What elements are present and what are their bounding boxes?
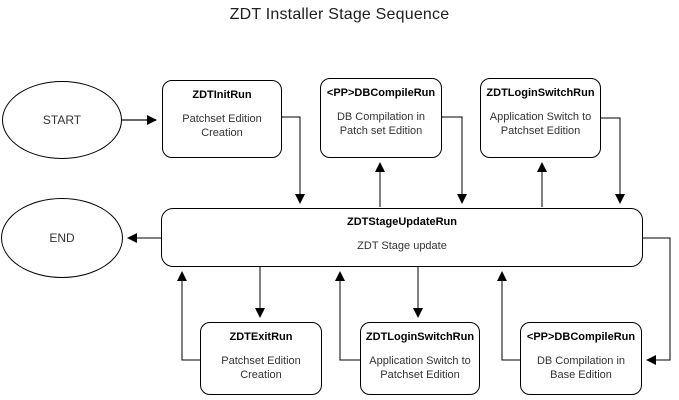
node-db-compile-run-patchset: <PP>DBCompileRun DB Compilation in Patch… [320,78,442,158]
node-title: ZDTStageUpdateRun [347,216,457,228]
node-subtitle: Patchset Edition Creation [221,355,301,381]
edge-db-compile-bottom-to-stage-update [497,271,520,361]
node-subtitle: Application Switch to Patchset Edition [489,111,592,137]
node-subtitle: ZDT Stage update [357,240,447,253]
node-subtitle: Patchset Edition Creation [182,113,262,139]
node-stage-update-run: ZDTStageUpdateRun ZDT Stage update [161,208,643,267]
node-login-switch-run-top: ZDTLoginSwitchRun Application Switch to … [480,78,601,158]
node-title: ZDTLoginSwitchRun [486,87,595,99]
edge-db-compile-top-to-stage-update [442,116,467,204]
node-subtitle: DB Compilation in Base Edition [536,355,626,381]
node-start: START [2,81,122,159]
edge-init-to-stage-update [282,116,305,204]
node-end-label: END [49,231,75,245]
node-zdt-init-run: ZDTInitRun Patchset Edition Creation [162,80,282,158]
node-title: <PP>DBCompileRun [526,331,636,343]
node-title: ZDTInitRun [192,89,252,101]
edge-login-switch-top-to-stage-update [601,117,625,204]
edge-exit-to-stage-update [177,271,200,361]
node-title: ZDTLoginSwitchRun [365,331,475,343]
node-subtitle: Application Switch to Patchset Edition [369,355,471,381]
node-title: <PP>DBCompileRun [326,87,436,99]
node-subtitle: DB Compilation in Patch set Edition [336,111,426,137]
node-end: END [1,198,123,278]
page-title: ZDT Installer Stage Sequence [229,6,450,23]
node-title: ZDTExitRun [229,331,293,343]
node-start-label: START [42,113,82,127]
edge-stage-update-to-db-compile-bottom [643,237,671,365]
node-db-compile-run-base: <PP>DBCompileRun DB Compilation in Base … [520,322,642,395]
node-zdt-exit-run: ZDTExitRun Patchset Edition Creation [200,322,322,395]
edge-login-switch-bottom-to-stage-update [335,271,360,361]
node-login-switch-run-bottom: ZDTLoginSwitchRun Application Switch to … [360,322,480,395]
